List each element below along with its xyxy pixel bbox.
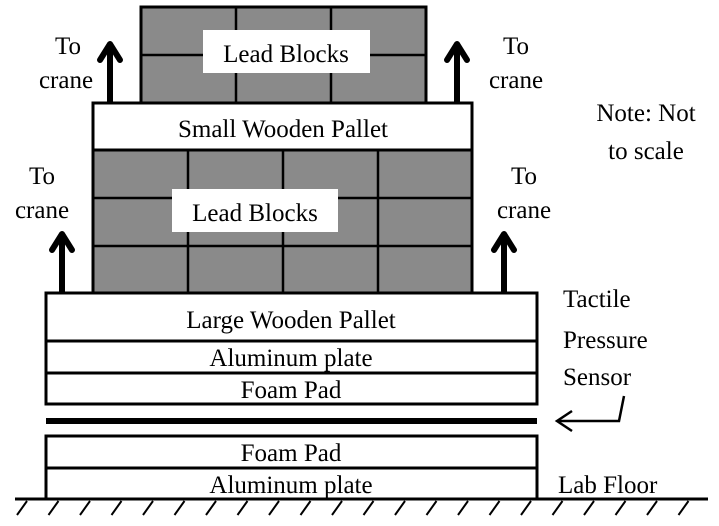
floor-hatch-mark [47, 500, 60, 516]
top-lead-label-bg [203, 30, 370, 73]
small-pallet-label: Small Wooden Pallet [178, 116, 388, 143]
floor-hatching [16, 500, 690, 516]
top-lead-blocks-label: Lead Blocks [223, 41, 349, 68]
callout-arrowhead-icon [554, 409, 573, 433]
callout-leader-line [558, 395, 626, 423]
crane-arrow-top-left: To crane [39, 33, 123, 103]
arrowhead-icon [49, 231, 75, 253]
floor-hatch-mark [520, 500, 532, 516]
floor-hatch-mark [110, 500, 123, 516]
floor-hatch-mark [551, 500, 564, 516]
floor-hatch-mark [205, 500, 217, 516]
floor-hatch-mark [583, 500, 595, 516]
note-line1: Note: Not [596, 100, 695, 127]
crane-label-line1: To [511, 163, 537, 190]
lower-foam-pad-box [44, 434, 539, 470]
upper-aluminum-plate-box [44, 339, 539, 375]
crane-label-line2: crane [497, 197, 551, 224]
crane-label-line2: crane [15, 197, 69, 224]
floor-hatch-mark [457, 500, 469, 516]
scale-note: Note: Not to scale [596, 100, 695, 165]
upper-foam-pad-label: Foam Pad [241, 377, 342, 404]
floor-hatch-mark [362, 500, 375, 516]
crane-label-line1: To [503, 33, 529, 60]
lower-layers: Foam Pad Aluminum plate [44, 434, 539, 501]
crane-label-line2: crane [39, 67, 93, 94]
middle-lead-blocks: Lead Blocks [91, 148, 474, 295]
floor-hatch-mark [488, 500, 501, 516]
middle-lead-blocks-label: Lead Blocks [192, 200, 318, 227]
floor-hatch-mark [646, 500, 658, 516]
crane-label-line1: To [29, 163, 55, 190]
small-wooden-pallet: Small Wooden Pallet [91, 101, 474, 152]
lab-floor: Lab Floor [15, 472, 708, 516]
floor-hatch-mark [79, 500, 91, 516]
floor-hatch-mark [268, 500, 280, 516]
sensor-label-line1: Tactile [563, 286, 631, 313]
crane-label-line1: To [55, 33, 81, 60]
middle-lead-label-bg [172, 189, 338, 232]
arrowhead-icon [491, 231, 517, 253]
top-lead-blocks: Lead Blocks [139, 5, 428, 105]
note-line2: to scale [608, 138, 684, 165]
upper-foam-pad-box [44, 371, 539, 406]
lower-aluminum-plate-label: Aluminum plate [209, 472, 372, 499]
large-pallet-label: Large Wooden Pallet [186, 307, 396, 334]
crane-arrow-top-right: To crane [444, 33, 543, 103]
upper-layers: Large Wooden Pallet Aluminum plate Foam … [44, 291, 539, 406]
floor-hatch-mark [236, 500, 249, 516]
floor-hatch-mark [677, 500, 690, 516]
small-pallet-box [91, 101, 474, 152]
floor-hatch-mark [394, 500, 406, 516]
floor-hatch-mark [173, 500, 186, 516]
sensor-label-line2: Pressure [563, 327, 648, 354]
lower-aluminum-plate-box [44, 466, 539, 501]
sensor-label-line3: Sensor [563, 364, 632, 391]
crane-arrow-bottom-left: To crane [15, 163, 75, 293]
arrowhead-icon [444, 41, 470, 63]
floor-hatch-mark [299, 500, 312, 516]
crane-label-line2: crane [489, 67, 543, 94]
floor-hatch-mark [331, 500, 343, 516]
large-pallet-box [44, 291, 539, 343]
crane-arrow-bottom-right: To crane [491, 163, 551, 293]
lower-foam-pad-label: Foam Pad [241, 440, 342, 467]
upper-aluminum-plate-label: Aluminum plate [209, 345, 372, 372]
floor-hatch-mark [614, 500, 627, 516]
floor-hatch-mark [425, 500, 438, 516]
lab-floor-label: Lab Floor [558, 472, 658, 499]
sensor-callout: Tactile Pressure Sensor [554, 286, 648, 433]
floor-hatch-mark [16, 500, 28, 516]
arrowhead-icon [97, 41, 123, 63]
floor-hatch-mark [142, 500, 154, 516]
tactile-pressure-sensor [46, 418, 537, 424]
